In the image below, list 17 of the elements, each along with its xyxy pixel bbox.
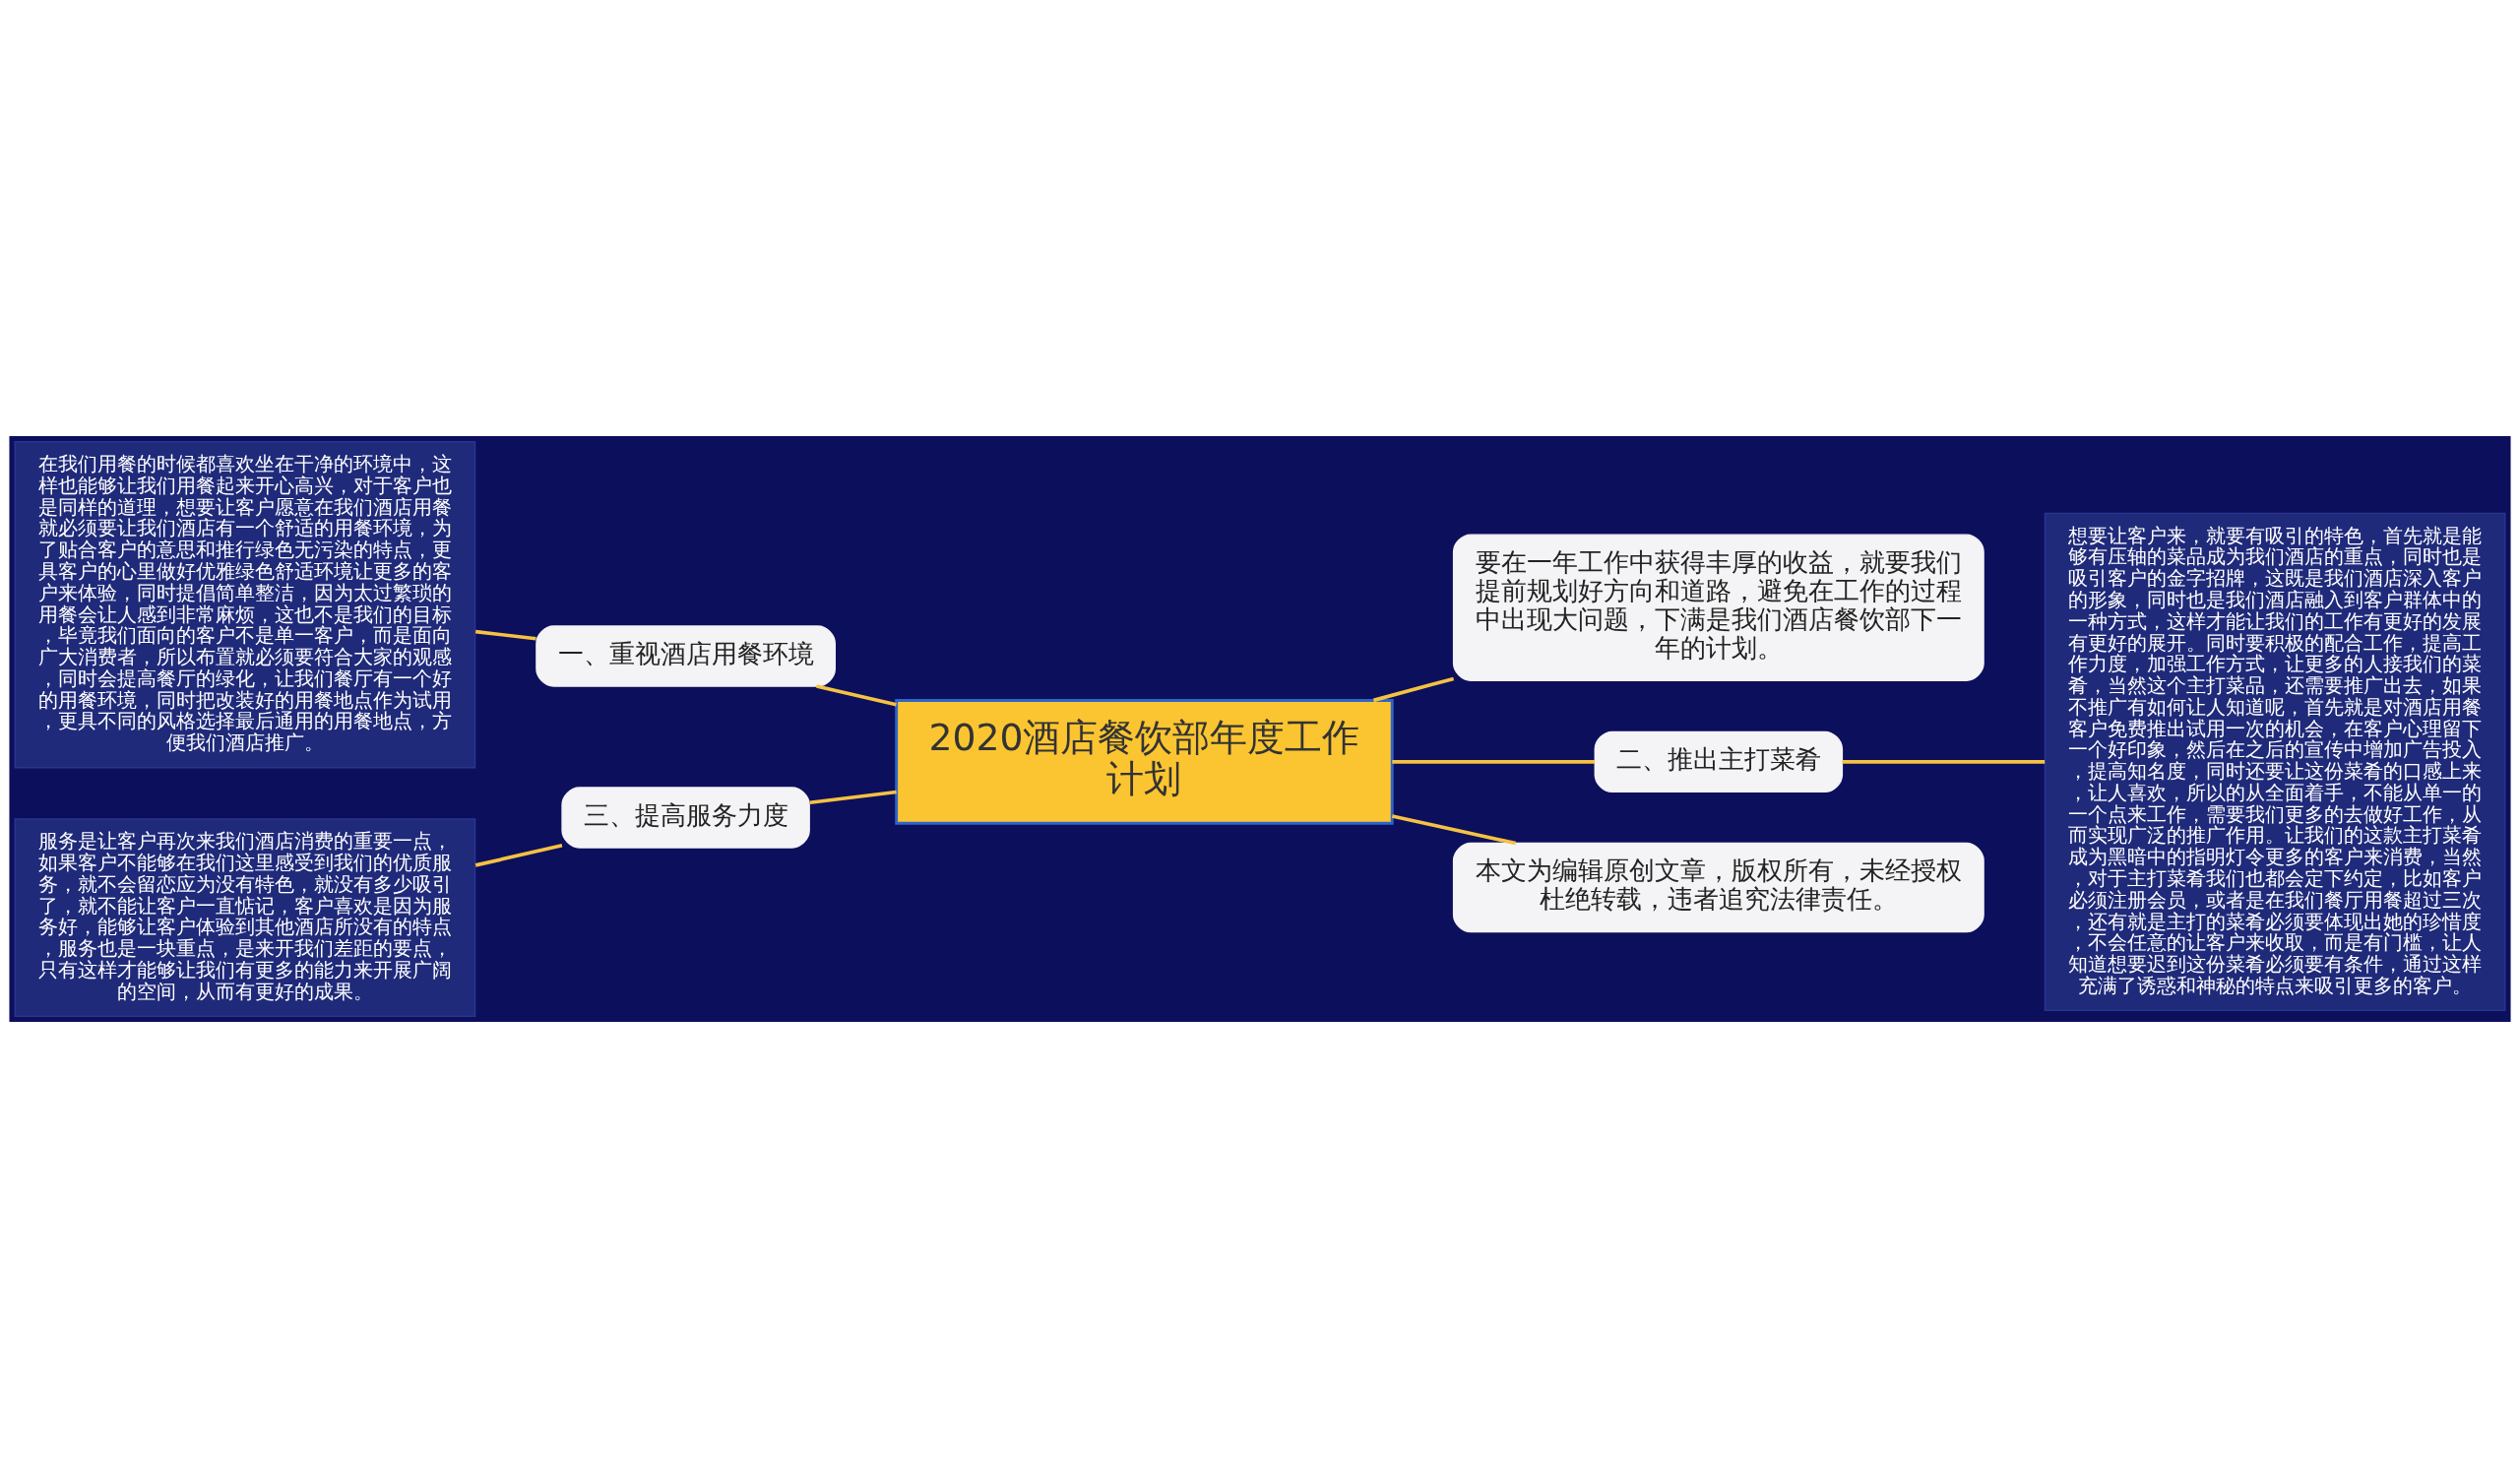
node-box: 要在一年工作中获得丰厚的收益，就要我们提前规划好方向和道路，避免在工作的过程中出现大问题，下满是我们酒店餐饮部下一年的计划。 xyxy=(1452,534,1984,681)
node-box: 三、提高服务力度 xyxy=(561,787,810,849)
connector xyxy=(474,629,536,641)
node-box: 一、重视酒店用餐环境 xyxy=(536,625,836,687)
node-box: 本文为编辑原创文章，版权所有，未经授权杜绝转载，违者追究法律责任。 xyxy=(1452,842,1984,933)
connector xyxy=(1392,760,1596,764)
connector xyxy=(474,844,563,867)
node-box: 在我们用餐的时候都喜欢坐在干净的环境中，这样也能够让我们用餐起来开心高兴，对于客户也是同样的道理，想要让客户愿意在我们酒店用餐就必须要让我们酒店有一个舒适的用餐环境，为了贴合客户的意思和推行绿色无污染的特点，更具客户的心里做好优雅绿色舒适环境让更多的客户来体验，同时提倡简单整洁，因为太过繁琐的用餐会让人感到非常麻烦，这也不是我们的目标，毕竟我们面向的客户不是单一客户，而是面向广大消费者，所以布置就必须要符合大家的观感，同时会提高餐厅的绿化，让我们餐厅有一个好的用餐环境，同时把改装好的用餐地点作为试用，更具不同的风格选择最后通用的用餐地点，方便我们酒店推广。 xyxy=(14,441,476,769)
connector xyxy=(1842,760,2046,764)
node-box: 二、推出主打菜肴 xyxy=(1594,730,1844,793)
node-box: 2020酒店餐饮部年度工作计划 xyxy=(895,699,1394,825)
node-box: 服务是让客户再次来我们酒店消费的重要一点，如果客户不能够在我们这里感受到我们的优质服务，就不会留恋应为没有特色，就没有多少吸引了，就不能让客户一直惦记，客户喜欢是因为服务好，能够让客户体验到其他酒店所没有的特点，服务也是一块重点，是来开我们差距的要点，只有这样才能够让我们有更多的能力来开展广阔的空间，从而有更好的成果。 xyxy=(14,818,476,1017)
connector xyxy=(809,790,897,805)
connector xyxy=(1372,676,1455,703)
connector xyxy=(1391,814,1517,846)
node-box: 想要让客户来，就要有吸引的特色，首先就是能够有压轴的菜品成为我们酒店的重点，同时也是吸引客户的金字招牌，这既是我们酒店深入客户的形象，同时也是我们酒店融入到客户群体中的一种方式，这样才能让我们的工作有更好的发展有更好的展开。同时要积极的配合工作，提高工作力度，加强工作方式，让更多的人接我们的菜肴，当然这个主打菜品，还需要推广出去，如果不推广有如何让人知道呢，首先就是对酒店用餐客户免费推出试用一次的机会，在客户心理留下一个好印象，然后在之后的宣传中增加广告投入，提高知名度，同时还要让这份菜肴的口感上来，让人喜欢，所以的从全面着手，不能从单一的一个点来工作，需要我们更多的去做好工作，从而实现广泛的推广作用。让我们的这款主打菜肴成为黑暗中的指明灯令更多的客户来消费，当然，对于主打菜肴我们也都会定下约定，比如客户必须注册会员，或者是在我们餐厅用餐超过三次，还有就是主打的菜肴必须要体现出她的珍惜度，不会任意的让客户来收取，而是有门槛，让人知道想要迟到这份菜肴必须要有条件，通过这样充满了诱惑和神秘的特点来吸引更多的客户。 xyxy=(2044,512,2506,1012)
connector xyxy=(816,684,897,707)
